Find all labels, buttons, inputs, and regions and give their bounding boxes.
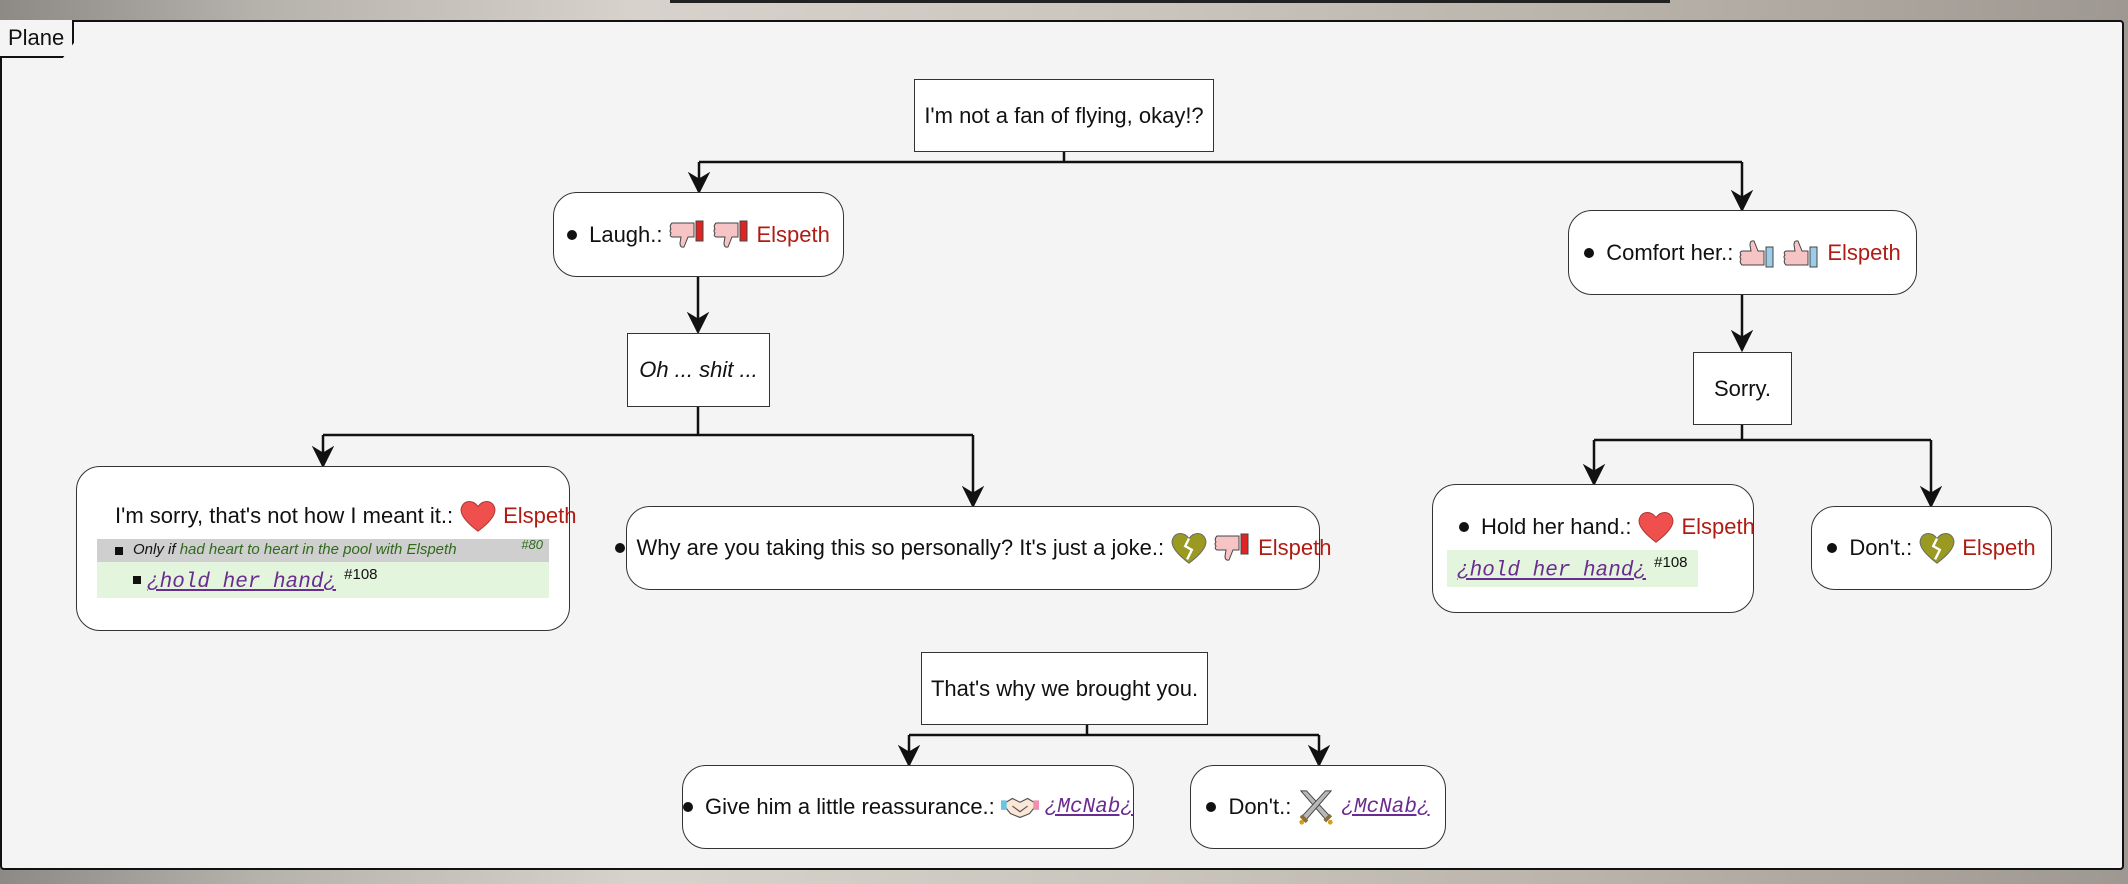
condition-prefix: Only if [133, 540, 176, 558]
node-oh-shit: Oh ... shit ... [627, 333, 770, 407]
choice-laugh[interactable]: Laugh.: Elspeth [553, 192, 844, 277]
thumbs-up-icon [1739, 236, 1777, 270]
bullet [567, 229, 578, 240]
hold-her-hand-link[interactable]: ¿hold her hand¿ [147, 571, 337, 595]
choice-comfort[interactable]: Comfort her.: Elspeth [1568, 210, 1917, 295]
bullet [1827, 543, 1838, 553]
choice-label: I'm sorry, that's not how I meant it.: [115, 502, 454, 528]
character-name: Elspeth [503, 502, 577, 528]
choice-label: Give him a little reassurance.: [705, 794, 995, 819]
mcnab-link[interactable]: ¿McNab¿ [1044, 795, 1133, 819]
bullet [1459, 522, 1469, 533]
condition-number: #80 [521, 536, 543, 552]
crossed-swords-icon [1297, 790, 1335, 825]
condition-row: Only if had heart to heart in the pool w… [97, 536, 549, 562]
mcnab-link[interactable]: ¿McNab¿ [1341, 795, 1430, 819]
choice-label: Don't.: [1228, 794, 1292, 819]
choice-label: Hold her hand.: [1481, 514, 1632, 540]
choice-label: Don't.: [1849, 535, 1913, 560]
thumbs-down-icon [713, 218, 751, 252]
frame-label: Plane [0, 20, 74, 58]
top-bar [670, 0, 1670, 3]
condition-requirement: had heart to heart in the pool with Elsp… [179, 540, 457, 558]
choice-hold-her-hand[interactable]: Hold her hand.: Elspeth ¿hold her hand¿ … [1432, 484, 1755, 613]
choice-im-sorry[interactable]: I'm sorry, that's not how I meant it.: E… [76, 466, 577, 631]
bullet [614, 543, 625, 553]
node-sorry: Sorry. [1693, 352, 1792, 425]
heart-icon [459, 499, 497, 533]
bullet [1206, 802, 1217, 812]
thumbs-down-icon [1214, 531, 1252, 565]
handshake-icon [1000, 790, 1039, 824]
bullet [683, 802, 693, 812]
link-row: ¿hold her hand¿ #108 [97, 561, 549, 599]
thumbs-up-icon [1783, 236, 1821, 270]
character-name: Elspeth [1258, 535, 1332, 560]
square-bullet [115, 546, 123, 555]
link-number: #108 [1654, 554, 1688, 572]
character-name: Elspeth [1962, 535, 2036, 560]
choice-dont-mcnab[interactable]: Don't.: ¿McNab¿ [1190, 765, 1446, 849]
character-name: Elspeth [756, 221, 830, 247]
thumbs-down-icon [669, 218, 707, 252]
heart-icon [1637, 510, 1675, 544]
choice-label: Comfort her.: [1606, 239, 1734, 265]
broken-heart-icon [1170, 531, 1208, 565]
choice-why-personal[interactable]: Why are you taking this so personally? I… [614, 506, 1331, 590]
character-name: Elspeth [1681, 514, 1755, 540]
square-bullet [133, 575, 141, 584]
choice-label: Laugh.: [589, 221, 663, 247]
choice-reassurance[interactable]: Give him a little reassurance.: ¿McNab¿ [682, 765, 1134, 849]
character-name: Elspeth [1827, 239, 1901, 265]
link-row: ¿hold her hand¿ #108 [1447, 550, 1698, 587]
broken-heart-icon [1918, 531, 1956, 565]
node-brought-you: That's why we brought you. [921, 652, 1208, 725]
choice-label: Why are you taking this so personally? I… [636, 535, 1165, 560]
choice-dont-elspeth[interactable]: Don't.: Elspeth [1811, 506, 2052, 590]
node-root: I'm not a fan of flying, okay!? [914, 79, 1214, 152]
hold-her-hand-link[interactable]: ¿hold her hand¿ [1457, 559, 1647, 583]
bullet [1584, 247, 1595, 258]
link-number: #108 [344, 565, 378, 583]
